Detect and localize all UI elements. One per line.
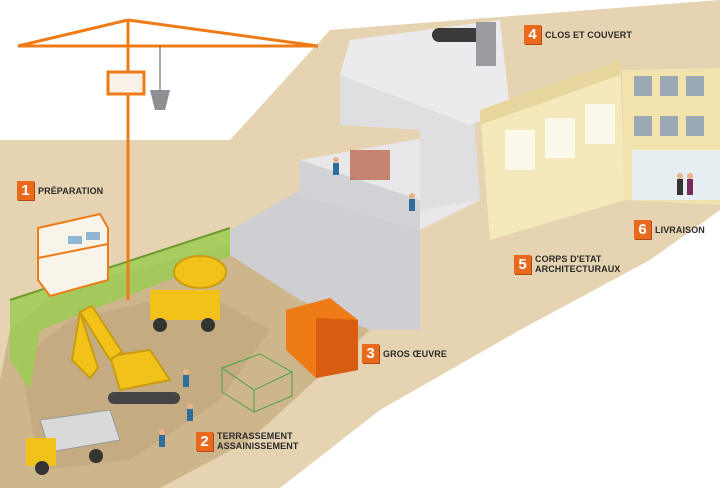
step-number: 1 bbox=[17, 181, 34, 200]
step-label: LIVRAISON bbox=[655, 224, 705, 235]
step-number: 6 bbox=[634, 220, 651, 239]
step-3-gros-oeuvre: 3 GROS ŒUVRE bbox=[362, 344, 447, 363]
roof-work bbox=[432, 22, 496, 66]
step-5-corps-d-etat: 5 CORPS D'ETAT ARCHITECTURAUX bbox=[514, 254, 620, 274]
step-1-preparation: 1 PRÉPARATION bbox=[17, 181, 103, 200]
step-label: TERRASSEMENT ASSAINISSEMENT bbox=[217, 431, 299, 451]
site-office bbox=[37, 212, 109, 298]
tower-crane bbox=[17, 18, 319, 300]
crane-bucket bbox=[150, 90, 170, 110]
step-6-livraison: 6 LIVRAISON bbox=[634, 220, 705, 239]
rebar-cage bbox=[220, 353, 294, 413]
step-label: CORPS D'ETAT ARCHITECTURAUX bbox=[535, 254, 621, 274]
workers bbox=[159, 157, 693, 447]
step-4-clos-et-couvert: 4 CLOS ET COUVERT bbox=[524, 25, 632, 44]
step-number: 3 bbox=[362, 344, 379, 363]
step-label: PRÉPARATION bbox=[38, 185, 104, 196]
step-label: GROS ŒUVRE bbox=[383, 348, 448, 359]
step-number: 4 bbox=[524, 25, 541, 44]
concrete-structure bbox=[230, 20, 510, 330]
finished-building bbox=[480, 60, 720, 240]
step-number: 5 bbox=[514, 254, 531, 274]
dump-truck bbox=[26, 409, 121, 475]
formwork-panels bbox=[286, 298, 358, 378]
step-2-terrassement: 2 TERRASSEMENT ASSAINISSEMENT bbox=[196, 431, 298, 451]
excavator bbox=[70, 304, 180, 404]
concrete-mixer-truck bbox=[150, 255, 227, 332]
step-number: 2 bbox=[196, 431, 213, 451]
step-label: CLOS ET COUVERT bbox=[545, 29, 633, 40]
